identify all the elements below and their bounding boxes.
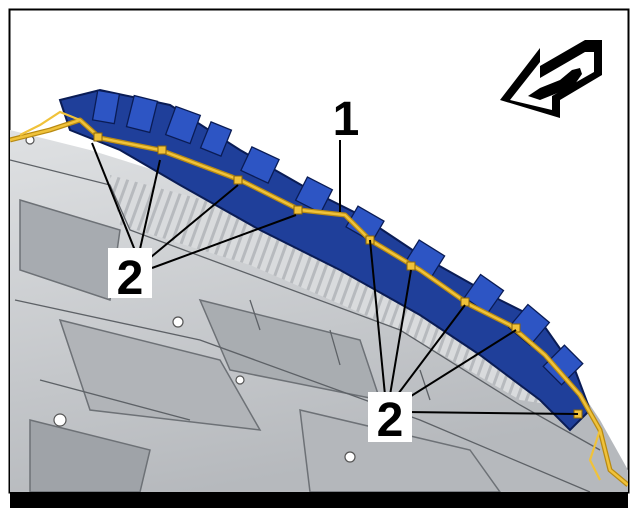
stiffener [19,198,121,301]
callout-1: 1 [333,93,360,212]
callout-2-left-label: 2 [117,252,144,305]
callout-2-right: 2 [368,239,579,447]
harness-branch [19,110,81,136]
callout-2-right-label: 2 [377,394,404,447]
callout-2-left: 2 [91,142,297,305]
harness-branch [588,429,602,481]
stiffener [299,409,501,492]
stiffener [29,419,151,492]
bottom-bar [10,492,628,508]
illustration [10,88,628,492]
ribbed-crossmember [110,175,585,410]
callout-1-label: 1 [333,93,360,146]
stiffener [58,318,262,431]
vehicle-forward-arrow-icon [500,40,602,118]
